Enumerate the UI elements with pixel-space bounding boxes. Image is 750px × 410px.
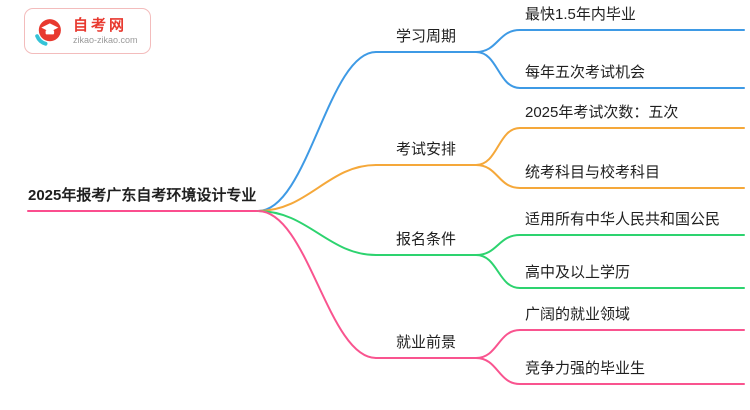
edge-branch-2-to-leaf-1	[475, 127, 521, 166]
graduation-cap-logo-icon	[35, 19, 61, 46]
branch-label-exam-schedule: 考试安排	[395, 141, 456, 158]
leaf-label: 高中及以上学历	[525, 264, 631, 281]
edge-branch-1-to-leaf-1	[475, 29, 521, 53]
leaf-label: 适用所有中华人民共和国公民	[525, 211, 721, 228]
branch-label-career-prospects: 就业前景	[395, 334, 456, 351]
edge-branch-3-to-leaf-1	[475, 234, 521, 256]
leaf-label: 竞争力强的毕业生	[525, 360, 646, 377]
leaf-label: 每年五次考试机会	[525, 64, 646, 81]
leaf-label: 统考科目与校考科目	[525, 164, 661, 181]
leaf-label: 2025年考试次数：五次	[525, 104, 679, 121]
edge-branch-3-to-leaf-2	[475, 254, 521, 289]
logo-name: 自考网	[73, 16, 128, 34]
edge-branch-4-to-leaf-1	[475, 329, 521, 359]
site-logo: 自考网 zikao-zikao.com	[24, 8, 151, 54]
edge-root-to-branch-2	[257, 164, 377, 212]
edge-branch-4-to-leaf-2	[475, 357, 521, 385]
logo-text-block: 自考网 zikao-zikao.com	[73, 17, 138, 46]
logo-domain: zikao-zikao.com	[73, 34, 138, 45]
edge-branch-2-to-leaf-2	[475, 164, 521, 189]
leaf-label: 广阔的就业领域	[525, 306, 631, 323]
edge-root-to-branch-3	[257, 210, 377, 256]
edge-branch-1-to-leaf-2	[475, 51, 521, 89]
edge-root-to-branch-4	[257, 210, 377, 359]
branch-label-registration-requirements: 报名条件	[395, 231, 456, 248]
root-node-label: 2025年报考广东自考环境设计专业	[28, 187, 257, 204]
branch-label-study-cycle: 学习周期	[395, 28, 456, 45]
edge-root-to-branch-1	[257, 51, 377, 212]
leaf-label: 最快1.5年内毕业	[525, 6, 636, 23]
